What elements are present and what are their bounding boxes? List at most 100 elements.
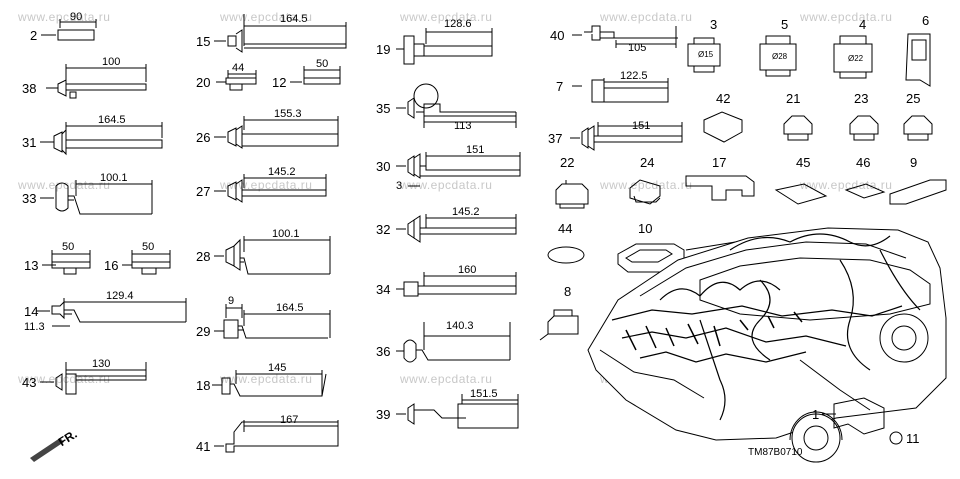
dimension-29-offset: 9 [228,295,235,307]
part-13-drawing [42,250,91,275]
dimension-19: 128.6 [444,18,472,30]
part-6-drawing [905,33,931,87]
part-26-drawing [214,116,339,149]
part-12-drawing [290,66,341,85]
dimension-16: 50 [142,241,155,253]
part-number-7: 7 [556,79,564,94]
part-number-25: 25 [906,91,921,106]
part-2-drawing [41,19,97,41]
watermark: www.epcdata.ru [220,10,313,24]
part-45-drawing [774,183,828,205]
part-5-drawing [759,35,797,77]
dimension-32: 145.2 [452,206,480,218]
part-number-38: 38 [22,81,37,96]
part-32-drawing [396,214,517,243]
part-21-drawing [783,115,813,141]
dimension-31: 164.5 [98,114,126,126]
dimension-30-offset: 3 [396,180,403,192]
dimension-34: 160 [458,264,477,276]
dimension-15: 164.5 [280,13,308,25]
dimension-40: 105 [628,42,647,54]
part-number-34: 34 [376,282,391,297]
part-number-31: 31 [22,135,37,150]
part-number-6: 6 [922,13,930,28]
part-number-23: 23 [854,91,869,106]
watermark: www.epcdata.ru [400,10,493,24]
clip-code-5: Ø28 [772,52,788,61]
watermark: www.epcdata.ru [220,178,313,192]
clip-code-3: Ø15 [698,50,714,59]
part-number-4: 4 [859,17,867,32]
part-20-drawing [216,70,257,91]
dimension-2: 90 [70,11,83,23]
dimension-28: 100.1 [272,228,300,240]
part-22-drawing [555,180,589,209]
watermark: www.epcdata.ru [600,10,693,24]
part-35-drawing [396,83,517,128]
watermark: www.epcdata.ru [600,178,693,192]
part-14-drawing [36,298,187,327]
watermark: www.epcdata.ru [800,178,893,192]
part-number-30: 30 [376,159,391,174]
part-3-drawing [687,37,721,73]
part-number-3: 3 [710,17,718,32]
dimension-27: 145.2 [268,166,296,178]
part-36-drawing [396,322,511,363]
part-number-27: 27 [196,184,211,199]
dimension-14: 129.4 [106,290,134,302]
part-33-drawing [40,180,153,215]
watermark: www.epcdata.ru [18,178,111,192]
part-number-33: 33 [22,191,37,206]
part-number-19: 19 [376,42,391,57]
part-30-drawing [396,152,521,187]
watermark: www.epcdata.ru [220,372,313,386]
dimension-38: 100 [102,56,121,68]
part-19-drawing [396,28,493,65]
part-34-drawing [396,272,517,297]
part-number-5: 5 [781,17,789,32]
part-number-17: 17 [712,155,727,170]
part-number-13: 13 [24,258,39,273]
part-43-drawing [40,362,147,395]
part-17-drawing [685,175,755,201]
watermark: www.epcdata.ru [400,178,493,192]
part-number-16: 16 [104,258,119,273]
part-number-8: 8 [564,284,572,299]
part-25-drawing [903,115,933,141]
dimension-13: 50 [62,241,75,253]
diagram-code: TM87B0710 [748,447,803,458]
part-1-drawing [822,397,885,435]
part-number-24: 24 [640,155,655,170]
dimension-36: 140.3 [446,320,474,332]
part-number-42: 42 [716,91,731,106]
part-number-11: 11 [906,431,920,446]
part-41-drawing [214,420,339,453]
part-46-drawing [844,183,886,199]
watermark: www.epcdata.ru [800,10,893,24]
part-28-drawing [214,236,331,275]
part-number-22: 22 [560,155,575,170]
dimension-33: 100.1 [100,172,128,184]
car-drawing [587,227,947,463]
part-38-drawing [46,64,147,99]
part-8-drawing [539,309,579,341]
part-number-37: 37 [548,131,563,146]
part-number-29: 29 [196,324,211,339]
dimension-26: 155.3 [274,108,302,120]
part-number-44: 44 [558,221,573,236]
dimension-41: 167 [280,414,299,426]
part-number-9: 9 [910,155,918,170]
dimension-18: 145 [268,362,287,374]
dimension-20: 44 [232,62,245,74]
part-7-drawing [572,78,669,103]
part-number-18: 18 [196,378,211,393]
watermark: www.epcdata.ru [18,10,111,24]
part-42-drawing [703,111,743,143]
dimension-14-offset: 11.3 [24,321,45,333]
clip-code-4: Ø22 [848,54,864,63]
dimension-7: 122.5 [620,70,648,82]
part-37-drawing [570,122,683,151]
part-number-12: 12 [272,75,287,90]
